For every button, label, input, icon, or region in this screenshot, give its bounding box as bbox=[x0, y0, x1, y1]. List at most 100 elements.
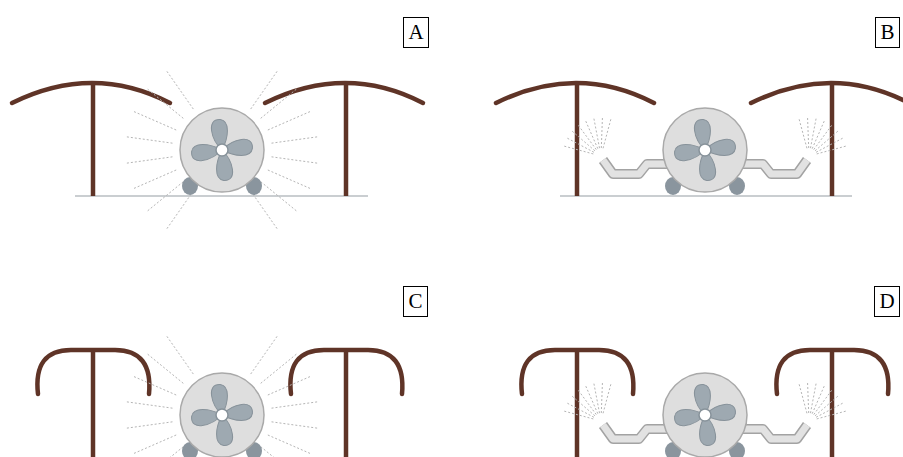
trellis-canopy bbox=[751, 83, 903, 103]
fan-housing bbox=[663, 108, 747, 192]
fan-hub bbox=[699, 409, 711, 421]
fan-hub bbox=[216, 409, 228, 421]
spray-ray bbox=[603, 384, 611, 413]
spray-ray bbox=[572, 131, 595, 151]
air-ray bbox=[272, 157, 320, 164]
spray-ray bbox=[586, 386, 598, 413]
air-duct bbox=[743, 160, 807, 174]
air-duct bbox=[603, 160, 667, 174]
panel-label-box: B bbox=[875, 17, 900, 48]
air-ray bbox=[268, 435, 312, 454]
panel-letter: D bbox=[879, 291, 894, 312]
air-ray bbox=[272, 137, 320, 144]
trellis-post bbox=[830, 350, 835, 457]
air-ray bbox=[125, 422, 173, 429]
air-ray bbox=[272, 422, 320, 429]
fan-hub bbox=[699, 144, 711, 156]
spray-ray bbox=[601, 383, 602, 413]
trellis-post bbox=[575, 83, 580, 196]
spray-ray bbox=[814, 390, 832, 414]
air-ray bbox=[146, 182, 183, 212]
spray-ray bbox=[815, 396, 838, 416]
trellis-canopy bbox=[12, 83, 170, 103]
trellis-post bbox=[91, 83, 96, 196]
air-ray bbox=[132, 111, 176, 130]
spray-ray bbox=[814, 125, 832, 149]
trellis-post bbox=[344, 350, 349, 457]
ground-line bbox=[75, 195, 368, 197]
spray-ray bbox=[808, 118, 809, 148]
panel-letter: A bbox=[408, 22, 423, 43]
air-ray bbox=[251, 191, 279, 230]
air-ray bbox=[166, 191, 194, 230]
air-ray bbox=[125, 137, 173, 144]
spray-ray bbox=[817, 411, 846, 419]
panel-letter: B bbox=[880, 22, 894, 43]
spray-ray bbox=[603, 119, 611, 148]
spray-ray bbox=[572, 396, 595, 416]
air-ray bbox=[132, 435, 176, 454]
fan-housing bbox=[663, 373, 747, 457]
trellis-canopy bbox=[265, 83, 423, 103]
air-ray bbox=[261, 353, 298, 383]
air-duct bbox=[603, 160, 667, 174]
spray-ray bbox=[808, 383, 809, 413]
trellis-canopy bbox=[290, 350, 402, 394]
panel-letter: C bbox=[408, 291, 422, 312]
panel-label-box: C bbox=[403, 286, 428, 317]
spray-ray bbox=[810, 384, 816, 413]
trellis-post bbox=[344, 83, 349, 196]
trellis-canopy bbox=[37, 350, 149, 394]
air-ray bbox=[268, 170, 312, 189]
trellis-post bbox=[91, 350, 96, 457]
air-ray bbox=[261, 182, 298, 212]
panel-label-box: D bbox=[874, 286, 900, 317]
spray-ray bbox=[586, 121, 598, 148]
panel-label-box: A bbox=[403, 17, 429, 48]
air-duct bbox=[603, 425, 667, 439]
fan-hub bbox=[216, 144, 228, 156]
trellis-canopy bbox=[776, 350, 888, 394]
trellis-canopy bbox=[521, 350, 633, 394]
spray-ray bbox=[815, 131, 838, 151]
air-duct bbox=[743, 425, 807, 439]
air-ray bbox=[132, 376, 176, 395]
spray-ray bbox=[578, 125, 596, 149]
air-ray bbox=[132, 170, 176, 189]
fan-housing bbox=[180, 373, 264, 457]
spray-ray bbox=[567, 138, 594, 152]
air-ray bbox=[146, 88, 183, 118]
air-ray bbox=[261, 88, 298, 118]
air-duct bbox=[743, 425, 807, 439]
air-ray bbox=[146, 447, 183, 457]
trellis-canopy bbox=[496, 83, 654, 103]
air-ray bbox=[166, 335, 194, 374]
spray-ray bbox=[817, 146, 846, 154]
air-ray bbox=[125, 402, 173, 409]
air-ray bbox=[146, 353, 183, 383]
air-ray bbox=[261, 447, 298, 457]
spray-ray bbox=[594, 384, 600, 413]
air-ray bbox=[268, 111, 312, 130]
spray-ray bbox=[567, 403, 594, 417]
spray-ray bbox=[799, 119, 807, 148]
air-ray bbox=[272, 402, 320, 409]
ground-line bbox=[560, 195, 852, 197]
spray-ray bbox=[594, 119, 600, 148]
spray-ray bbox=[578, 390, 596, 414]
air-ray bbox=[251, 70, 279, 109]
trellis-post bbox=[575, 350, 580, 457]
air-ray bbox=[268, 376, 312, 395]
fan-housing bbox=[180, 108, 264, 192]
spray-ray bbox=[810, 119, 816, 148]
trellis-post bbox=[830, 83, 835, 196]
spray-ray bbox=[601, 118, 602, 148]
spray-ray bbox=[799, 384, 807, 413]
air-duct bbox=[743, 160, 807, 174]
air-duct bbox=[603, 425, 667, 439]
air-ray bbox=[125, 157, 173, 164]
air-ray bbox=[251, 335, 279, 374]
air-ray bbox=[166, 70, 194, 109]
